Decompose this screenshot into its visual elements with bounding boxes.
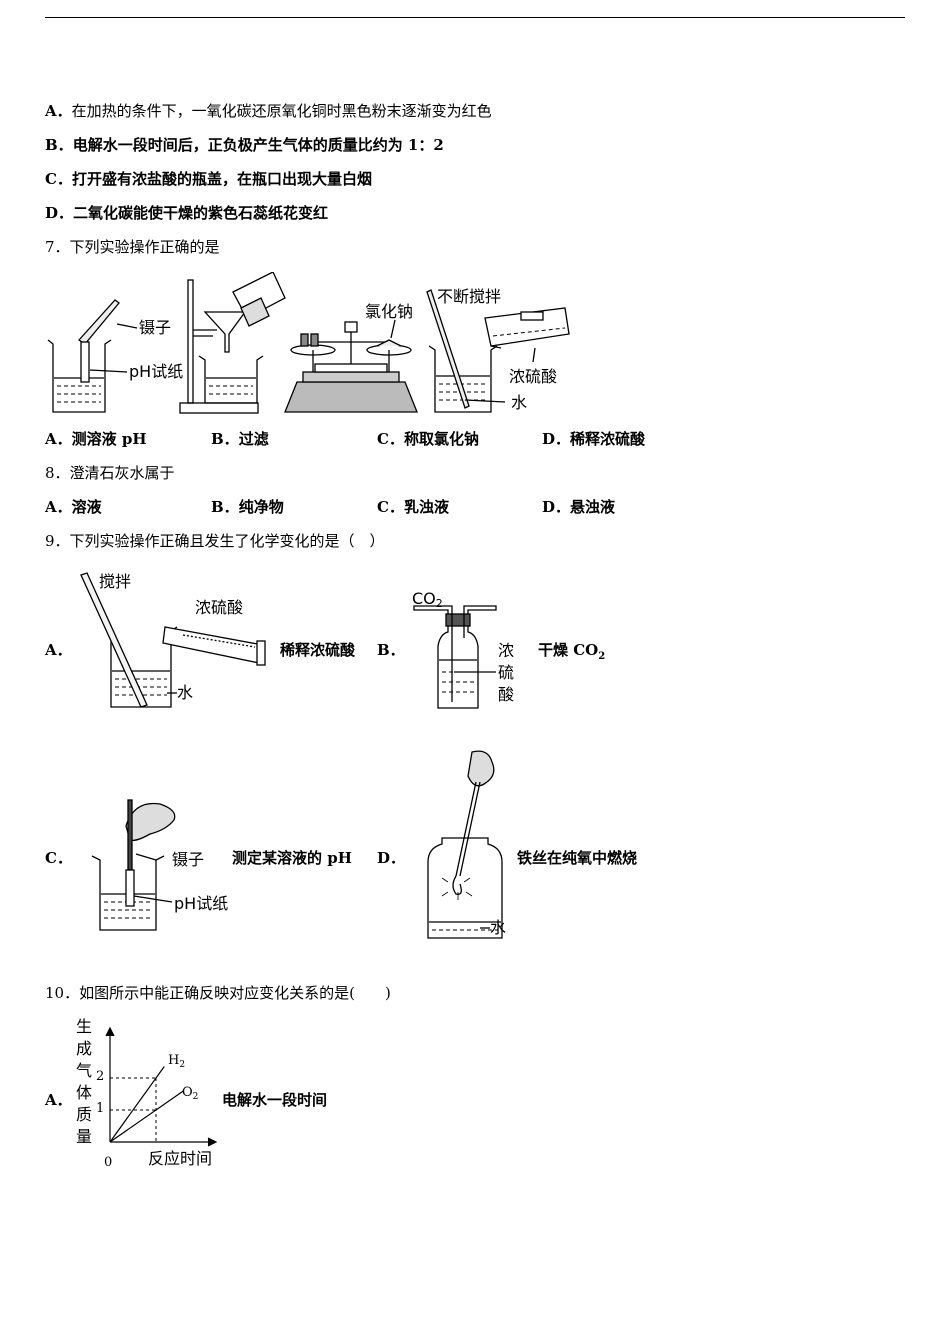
q9-option-c-caption: 测定某溶液的 pH <box>232 849 352 867</box>
q6-option-b[interactable]: B．电解水一段时间后，正负极产生气体的质量比约为 1：2 <box>45 135 444 155</box>
option-text: 溶液 <box>71 498 102 516</box>
option-text: 纯净物 <box>238 498 284 516</box>
q9-option-b-letter[interactable]: B． <box>377 641 405 659</box>
q9-option-a-caption: 稀释浓硫酸 <box>280 641 356 659</box>
q7-label-tweezers: 镊子 <box>139 318 171 337</box>
series-label-h2: H2 <box>168 1053 185 1070</box>
q8-option-c[interactable]: C．乳浊液 <box>377 497 449 517</box>
option-text: 过滤 <box>238 430 269 448</box>
q6-option-d[interactable]: D．二氧化碳能使干燥的紫色石蕊纸花变红 <box>45 203 328 223</box>
q10-stem: 10．如图所示中能正确反映对应变化关系的是( ) <box>45 984 391 1002</box>
option-letter: C． <box>377 498 404 516</box>
q9-option-a-letter[interactable]: A． <box>45 641 72 659</box>
series-label-o2: O2 <box>182 1085 198 1102</box>
option-letter: D． <box>45 204 74 222</box>
q9b-label-acid-3: 酸 <box>498 685 514 704</box>
q9b-label-gas: CO2 <box>412 589 443 610</box>
q7-option-a[interactable]: A．测溶液 pH <box>45 429 147 449</box>
q7-label-ph-paper: pH试纸 <box>129 362 183 381</box>
x-axis-label: 反应时间 <box>148 1149 212 1168</box>
series-line-o2 <box>109 1090 184 1143</box>
option-letter: D． <box>542 430 571 448</box>
q9-option-c-letter[interactable]: C． <box>45 849 72 867</box>
origin-label: 0 <box>104 1155 112 1170</box>
q9-option-d-caption: 铁丝在纯氧中燃烧 <box>517 849 638 867</box>
option-text: 悬浊液 <box>570 498 616 516</box>
q7-label-stir: 不断搅拌 <box>437 287 501 306</box>
option-letter: C． <box>45 170 72 188</box>
option-letter: D． <box>542 498 571 516</box>
q9-stem: 9．下列实验操作正确且发生了化学变化的是（ ） <box>45 532 385 550</box>
option-text: 稀释浓硫酸 <box>570 430 646 448</box>
q9-figure-a: 搅拌 浓硫酸 水 <box>75 567 275 715</box>
q8-option-a[interactable]: A．溶液 <box>45 497 102 517</box>
y-axis-arrow <box>105 1026 115 1037</box>
q6-option-c[interactable]: C．打开盛有浓盐酸的瓶盖，在瓶口出现大量白烟 <box>45 169 372 189</box>
option-text: 打开盛有浓盐酸的瓶盖，在瓶口出现大量白烟 <box>71 170 372 188</box>
q7-option-b[interactable]: B．过滤 <box>211 429 269 449</box>
option-text: 二氧化碳能使干燥的紫色石蕊纸花变红 <box>73 204 329 222</box>
y-axis-label-char: 气 <box>76 1061 92 1080</box>
q7-label-nacl: 氯化钠 <box>365 302 413 321</box>
q7-option-c[interactable]: C．称取氯化钠 <box>377 429 479 449</box>
option-text: 称取氯化钠 <box>403 430 479 448</box>
option-letter: B． <box>211 498 239 516</box>
header-rule <box>45 17 905 18</box>
q9b-label-acid-1: 浓 <box>498 641 514 660</box>
q6-option-a[interactable]: A．在加热的条件下，一氧化碳还原氧化铜时黑色粉末逐渐变为红色 <box>45 101 492 121</box>
q8-option-d[interactable]: D．悬浊液 <box>542 497 615 517</box>
x-axis-arrow <box>207 1137 218 1147</box>
series-line-h2 <box>109 1066 165 1143</box>
q10-option-a-letter[interactable]: A． <box>45 1091 72 1109</box>
y-axis-label-char: 生 <box>76 1017 92 1036</box>
q8-option-b[interactable]: B．纯净物 <box>211 497 284 517</box>
option-letter: B． <box>211 430 239 448</box>
y-axis-label-char: 量 <box>76 1127 92 1146</box>
q9-option-d-letter[interactable]: D． <box>377 849 406 867</box>
option-letter: C． <box>377 430 404 448</box>
q8-stem: 8．澄清石灰水属于 <box>45 464 175 482</box>
y-tick-label: 2 <box>96 1069 104 1084</box>
option-text: 在加热的条件下，一氧化碳还原氧化铜时黑色粉末逐渐变为红色 <box>71 102 492 120</box>
q7-balance <box>284 319 418 413</box>
q7-label-acid: 浓硫酸 <box>509 367 557 386</box>
q7-option-d[interactable]: D．稀释浓硫酸 <box>542 429 645 449</box>
y-axis-label-char: 质 <box>76 1105 92 1124</box>
q7-filtration <box>179 272 286 414</box>
y-axis-label-char: 成 <box>76 1039 92 1058</box>
q9a-label-acid: 浓硫酸 <box>195 598 243 617</box>
q9a-label-stir: 搅拌 <box>99 572 131 591</box>
q9b-label-acid-2: 硫 <box>498 663 514 682</box>
q10-option-a-caption: 电解水一段时间 <box>222 1091 328 1109</box>
q7-figure: 镊子 pH试纸 <box>45 272 585 420</box>
q9-option-b-caption: 干燥 CO2 <box>538 641 606 662</box>
option-letter: A． <box>45 430 72 448</box>
q7-label-water: 水 <box>511 393 527 412</box>
q10-chart: 生 成 气 体 质 量 0 反应时间 1 2 H2 O2 <box>70 1014 220 1174</box>
y-axis-label-char: 体 <box>76 1083 92 1102</box>
q9-figure-b: CO2 浓 硫 酸 <box>408 586 528 716</box>
q9a-label-water: 水 <box>177 683 193 702</box>
q9c-label-tweezers: 镊子 <box>172 850 204 869</box>
option-letter: A． <box>45 102 72 120</box>
option-letter: B． <box>45 136 73 154</box>
q7-dilution <box>426 289 570 413</box>
option-letter: A． <box>45 498 72 516</box>
q7-stem: 7．下列实验操作正确的是 <box>45 238 220 256</box>
q9d-label-water: 水 <box>490 918 506 937</box>
option-text: 乳浊液 <box>403 498 449 516</box>
q9-figure-d: 水 <box>418 746 528 942</box>
q9c-label-ph-paper: pH试纸 <box>174 894 228 913</box>
y-tick-label: 1 <box>96 1101 104 1116</box>
q7-beaker-a <box>47 299 138 413</box>
option-text: 电解水一段时间后，正负极产生气体的质量比约为 1：2 <box>72 136 444 154</box>
q9-figure-c: 镊子 pH试纸 <box>90 790 240 938</box>
option-text: 测溶液 pH <box>71 430 147 448</box>
